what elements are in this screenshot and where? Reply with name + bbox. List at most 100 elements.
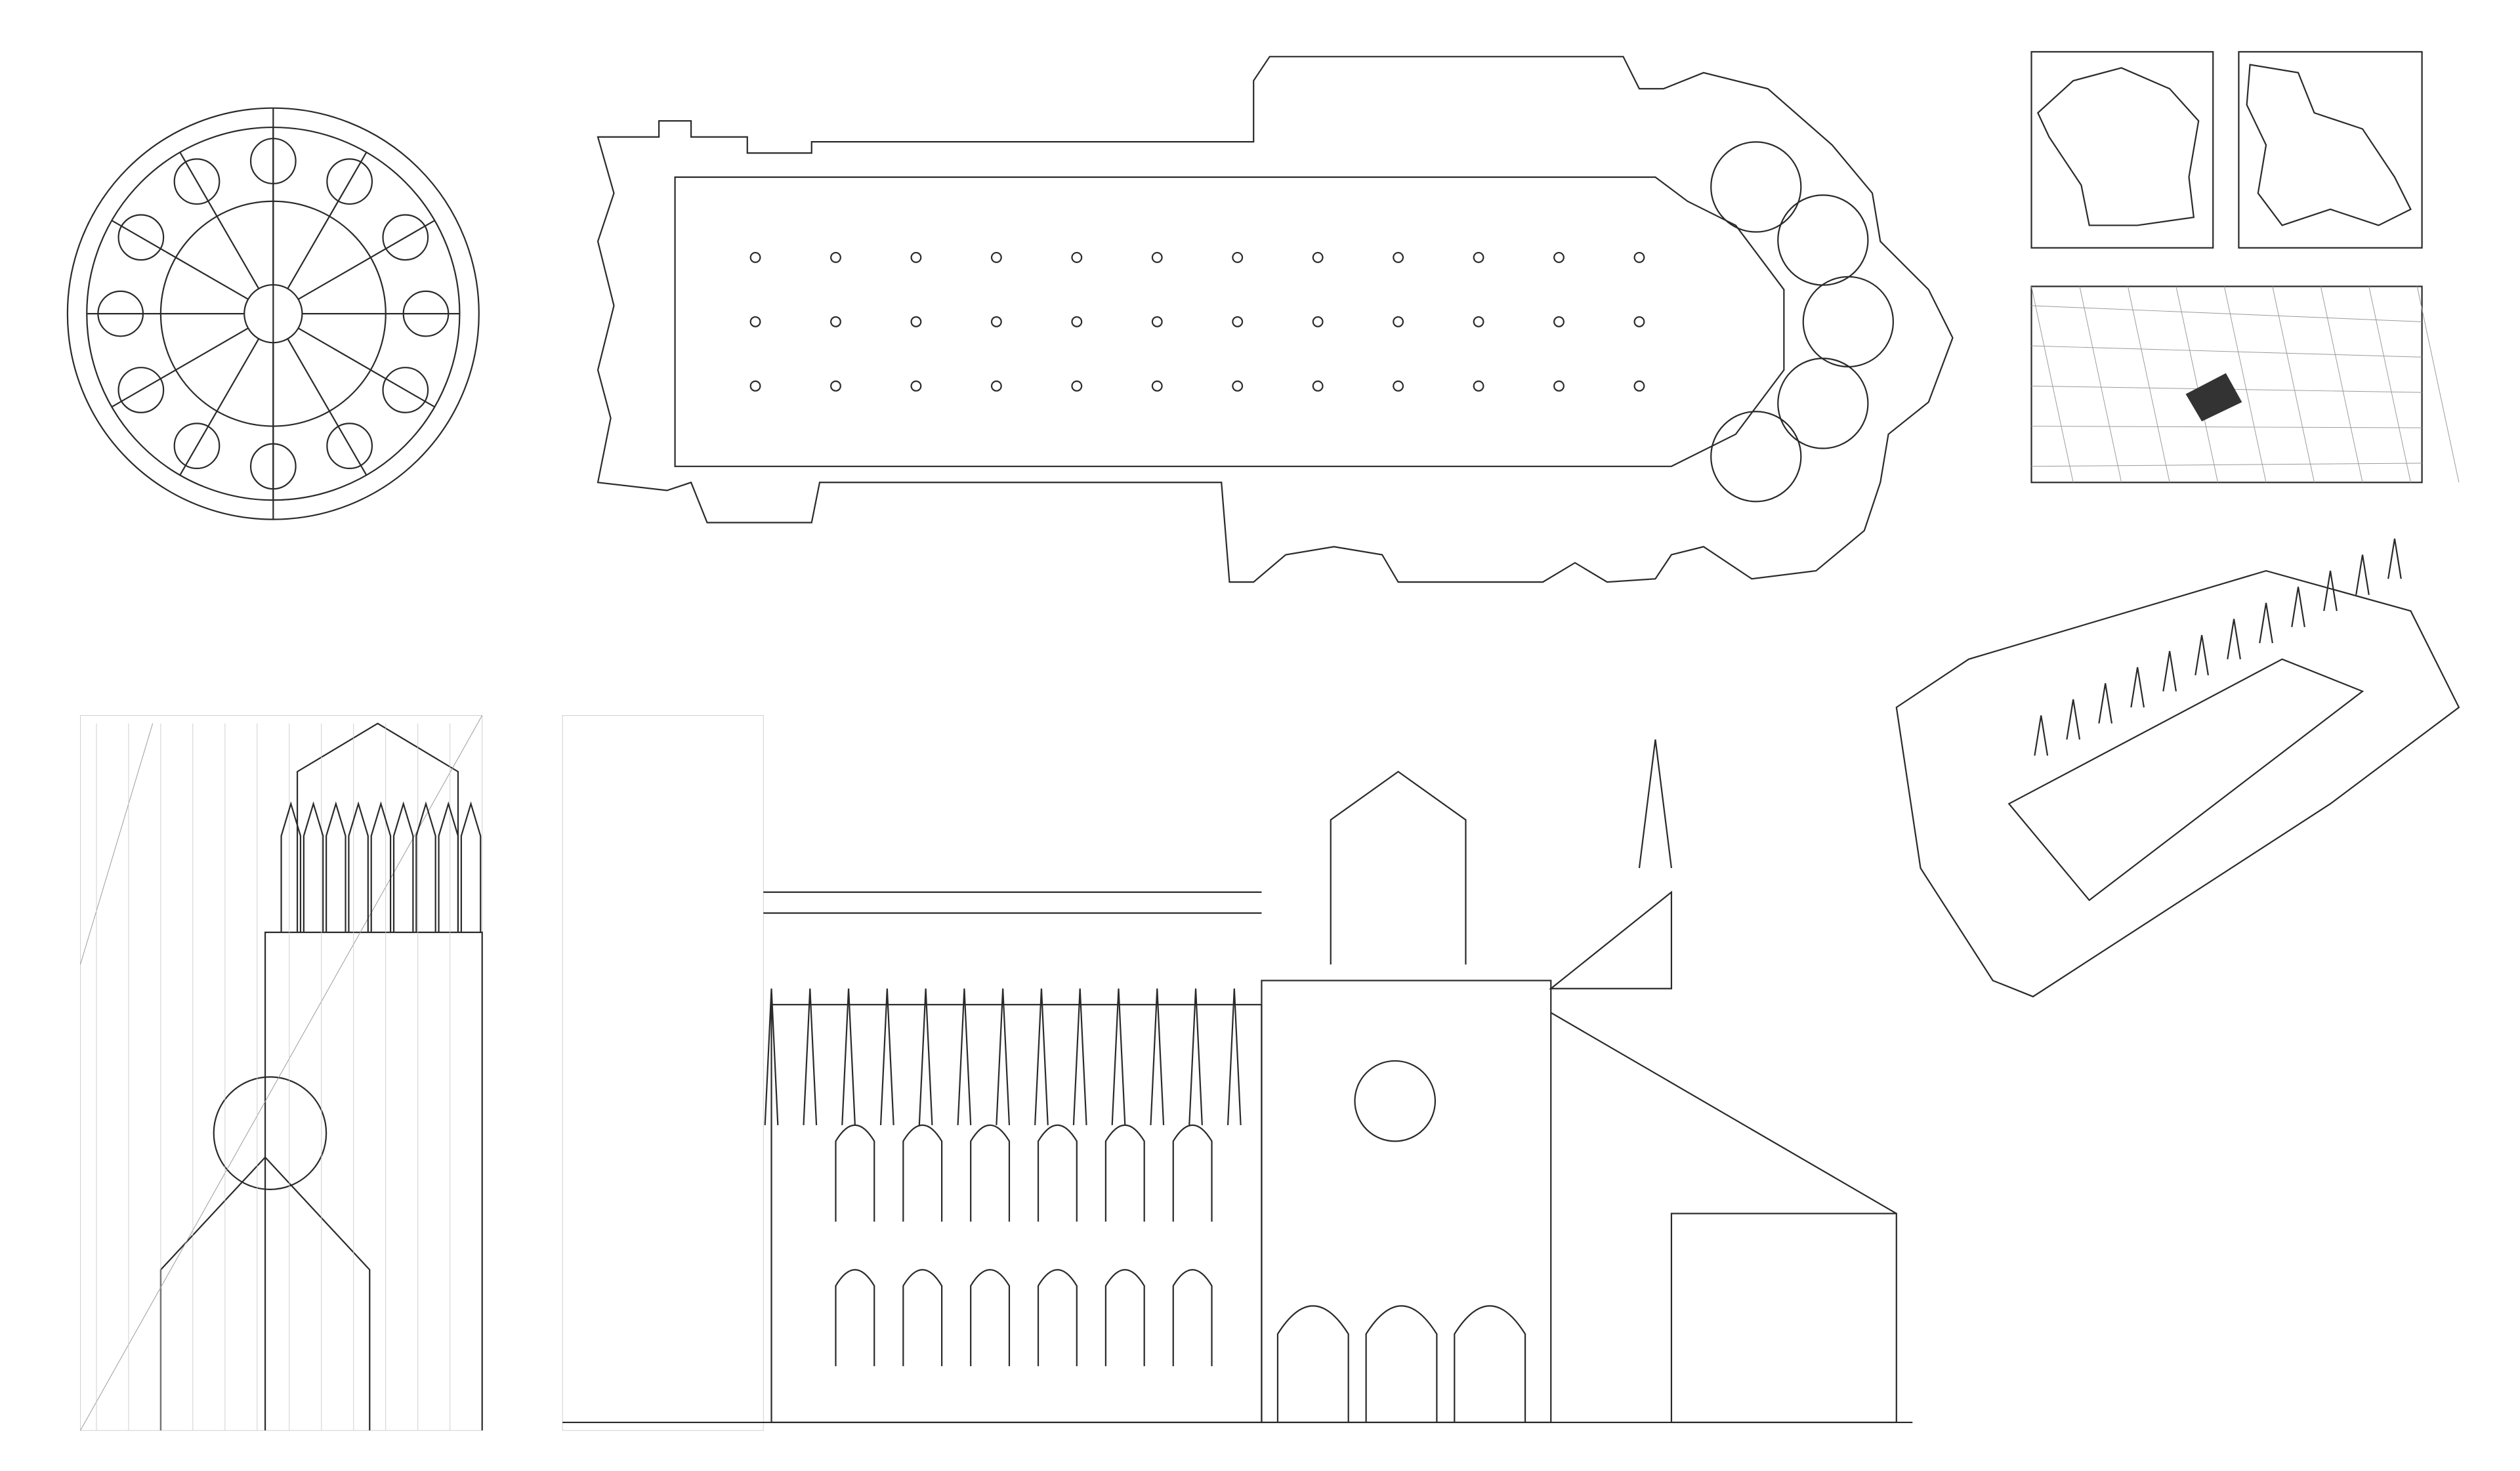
site-street-map <box>2030 285 2460 484</box>
street <box>2416 286 2460 483</box>
plan-column <box>1232 251 1244 263</box>
rose-petal <box>326 423 373 470</box>
plan-column <box>830 380 841 392</box>
upper-window <box>902 1124 943 1222</box>
plan-column <box>1232 380 1244 392</box>
arcade-arch <box>370 801 392 933</box>
plan-column <box>830 316 841 327</box>
plan-column <box>1232 316 1244 327</box>
buttress-spire <box>1150 988 1165 1125</box>
arcade-arch <box>326 801 346 933</box>
lower-window <box>902 1269 943 1367</box>
street <box>2031 345 2422 358</box>
chapel <box>1710 411 1802 503</box>
plan-column <box>1633 380 1645 392</box>
portal-arch <box>1276 1305 1349 1422</box>
west-facade-elevation <box>79 715 483 1431</box>
plan-column <box>749 316 761 327</box>
arcade-arch <box>392 801 414 933</box>
upper-window <box>1172 1124 1213 1222</box>
lower-window <box>1037 1269 1078 1367</box>
pinnacle <box>2323 570 2338 611</box>
rose-spoke <box>287 338 368 476</box>
arcade-arch <box>460 801 482 933</box>
rose-petal <box>402 290 450 337</box>
rose-spoke <box>111 220 249 300</box>
side-elevation <box>562 715 1913 1431</box>
plan-column <box>1393 316 1404 327</box>
rose-petal <box>249 138 297 184</box>
buttress-spire <box>879 988 894 1125</box>
plan-column <box>1473 380 1484 392</box>
plan-column <box>1071 316 1083 327</box>
rose-petal <box>173 423 220 470</box>
location-map-france <box>2030 51 2214 249</box>
rose-petal <box>249 443 297 490</box>
rose-petal <box>117 367 165 413</box>
street <box>2272 286 2315 483</box>
plan-column <box>990 251 1002 263</box>
plan-column <box>1151 251 1163 263</box>
buttress-spire <box>841 988 856 1125</box>
plan-column <box>1553 316 1564 327</box>
buttress-spire <box>1072 988 1087 1125</box>
location-map-region <box>2238 51 2423 249</box>
portal-arch <box>1454 1305 1526 1422</box>
arcade-arch <box>280 801 302 933</box>
rose-petal <box>326 158 373 205</box>
pinnacle <box>2098 683 2113 724</box>
buttress-spire <box>996 988 1011 1125</box>
street <box>2079 286 2122 483</box>
chapel <box>1777 194 1869 286</box>
chapel <box>1777 358 1869 449</box>
axonometric-view <box>1895 538 2460 998</box>
street <box>2127 286 2170 483</box>
street <box>2320 286 2363 483</box>
pinnacle <box>2066 699 2081 740</box>
rose-spoke <box>297 220 435 300</box>
plan-column <box>1633 251 1645 263</box>
plan-column <box>1553 380 1564 392</box>
lower-window <box>1104 1269 1145 1367</box>
plan-column <box>749 380 761 392</box>
plan-column <box>1071 251 1083 263</box>
rose-spoke <box>179 338 260 476</box>
buttress-spire <box>1188 988 1203 1125</box>
plan-column <box>1312 251 1324 263</box>
plan-column <box>1473 251 1484 263</box>
rose-spoke <box>111 327 249 408</box>
rose-petal <box>382 214 429 261</box>
buttress-spire <box>764 988 779 1125</box>
portal-arch <box>1365 1305 1438 1422</box>
upper-window <box>1037 1124 1078 1222</box>
plan-column <box>1312 380 1324 392</box>
upper-window <box>835 1124 875 1222</box>
arcade-arch <box>415 801 436 933</box>
rose-petal <box>382 367 429 413</box>
street <box>2031 463 2422 467</box>
pinnacle <box>2387 538 2402 579</box>
pinnacle <box>2194 634 2209 676</box>
plan-column <box>990 380 1002 392</box>
chapel <box>1710 141 1802 233</box>
pinnacle <box>2227 619 2241 659</box>
plan-column <box>749 251 761 263</box>
arcade-arch <box>438 801 459 933</box>
plan-column <box>1393 380 1404 392</box>
street <box>2223 286 2267 483</box>
chapel <box>1802 276 1894 368</box>
plan-column <box>1633 316 1645 327</box>
plan-column <box>1151 316 1163 327</box>
street <box>2031 286 2074 483</box>
rose-petal <box>173 158 220 205</box>
pinnacle <box>2259 602 2273 644</box>
street <box>2031 426 2422 428</box>
buttress-spire <box>803 988 818 1125</box>
buttress-spire <box>1034 988 1049 1125</box>
plan-column <box>830 251 841 263</box>
plan-column <box>1393 251 1404 263</box>
cathedral-site-marker <box>2185 373 2242 422</box>
plan-column <box>1312 316 1324 327</box>
street <box>2175 286 2219 483</box>
